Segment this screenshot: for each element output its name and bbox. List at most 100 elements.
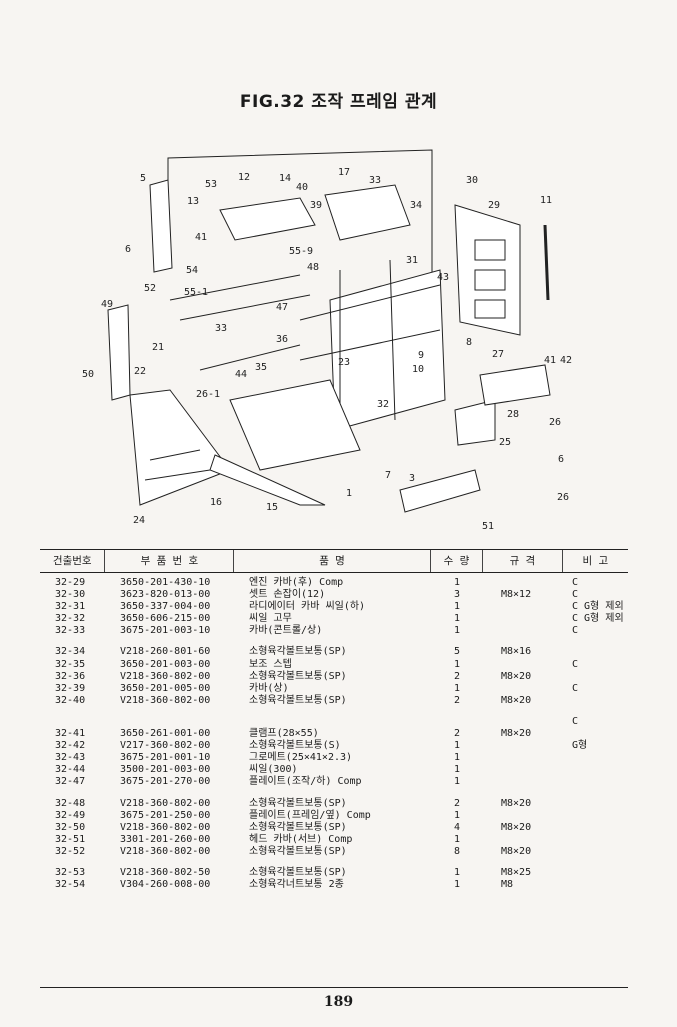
cell-qty: 2 [453, 670, 461, 682]
cell-spec [483, 659, 562, 671]
header-quantity: 수 량 [429, 550, 483, 572]
cell-part: 3675-201-270-00 [120, 776, 211, 788]
cell-part: V217-360-802-00 [120, 740, 211, 752]
cell-spec: M8×20 [501, 728, 532, 740]
cell-note [562, 671, 628, 683]
bottom-rule [40, 987, 628, 988]
svg-text:23: 23 [338, 357, 350, 368]
svg-text:41: 41 [195, 232, 207, 243]
cell-part: 3650-201-430-10 [120, 577, 211, 588]
cell-name: 카바(콘트롤/상) [249, 625, 323, 637]
cell-note [562, 846, 628, 858]
svg-text:6: 6 [558, 454, 564, 465]
svg-text:21: 21 [152, 342, 164, 353]
header-drawing-no: 건출번호 [52, 555, 92, 567]
svg-text:7: 7 [385, 470, 391, 481]
svg-text:55-1: 55-1 [184, 287, 208, 298]
cell-no: 32-31 [55, 601, 86, 613]
cell-no: 32-30 [55, 589, 86, 601]
cell-qty: 1 [453, 752, 461, 764]
cell-name: 보조 스텝 [249, 658, 292, 670]
cell-no: 32-53 [55, 866, 86, 878]
cell-no: 32-51 [55, 833, 86, 845]
page-title: FIG.32 조작 프레임 관계 [239, 92, 438, 112]
svg-text:1: 1 [346, 488, 352, 499]
cell-qty: 4 [453, 821, 461, 833]
svg-text:55-9: 55-9 [289, 246, 313, 257]
cell-part: V218-360-802-00 [120, 670, 211, 682]
cell-name: 소형육각볼트보통(SP) [249, 866, 347, 878]
cell-note [562, 695, 628, 707]
cell-no: 32-39 [55, 682, 86, 694]
cell-note: G형 [572, 740, 588, 752]
svg-text:12: 12 [238, 172, 250, 183]
header-part-number: 부 품 번 호 [104, 550, 233, 572]
cell-no: 32-35 [55, 658, 86, 670]
svg-text:17: 17 [338, 167, 350, 178]
cell-qty: 8 [453, 845, 461, 857]
svg-text:13: 13 [187, 196, 199, 207]
cell-note [562, 822, 628, 834]
cell-name [234, 716, 431, 728]
cell-name: 씨일(300) [249, 764, 298, 776]
cell-name: 헤드 카바(서브) Comp [249, 833, 353, 845]
cell-qty: 1 [453, 879, 461, 891]
cell-note: C [572, 589, 579, 601]
cell-qty: 1 [453, 577, 461, 588]
svg-text:15: 15 [266, 502, 278, 513]
svg-text:14: 14 [279, 173, 291, 184]
cell-note: C G형 제외 [572, 613, 624, 625]
cell-spec: M8×16 [501, 646, 532, 658]
svg-text:24: 24 [133, 515, 145, 526]
cell-qty: 1 [453, 776, 461, 788]
cell-no: 32-43 [55, 752, 86, 764]
cell-name: 소형육각볼트보통(S) [249, 740, 341, 752]
cell-note [562, 879, 628, 891]
svg-text:32: 32 [377, 399, 389, 410]
svg-text:6: 6 [125, 244, 131, 255]
cell-spec [483, 834, 562, 846]
cell-no: 32-40 [55, 694, 86, 706]
cell-no: 32-44 [55, 764, 86, 776]
cell-note: C [572, 658, 579, 670]
svg-text:54: 54 [186, 265, 198, 276]
cell-spec [483, 810, 562, 822]
cell-qty: 2 [453, 797, 461, 809]
cell-no: 32-36 [55, 670, 86, 682]
cell-part: V218-260-801-60 [120, 646, 211, 658]
svg-text:41: 41 [544, 355, 556, 366]
cell-name: 소형육각볼트보통(SP) [249, 821, 347, 833]
cell-spec [483, 740, 562, 752]
cell-name: 소형육각너트보통 2종 [249, 879, 344, 891]
cell-note [562, 867, 628, 879]
svg-text:44: 44 [235, 369, 247, 380]
svg-text:33: 33 [215, 323, 227, 334]
svg-text:35: 35 [255, 362, 267, 373]
cell-part: 3500-201-003-00 [120, 764, 211, 776]
cell-spec [483, 764, 562, 776]
cell-part: 3675-201-001-10 [120, 752, 211, 764]
cell-qty: 1 [453, 833, 461, 845]
svg-text:31: 31 [406, 255, 418, 266]
cell-note [562, 728, 628, 740]
svg-text:30: 30 [466, 175, 478, 186]
cell-spec [483, 776, 562, 788]
cell-spec [483, 613, 562, 625]
cell-spec [483, 577, 562, 589]
cell-part: 3650-201-003-00 [120, 658, 211, 670]
cell-no: 32-32 [55, 613, 86, 625]
